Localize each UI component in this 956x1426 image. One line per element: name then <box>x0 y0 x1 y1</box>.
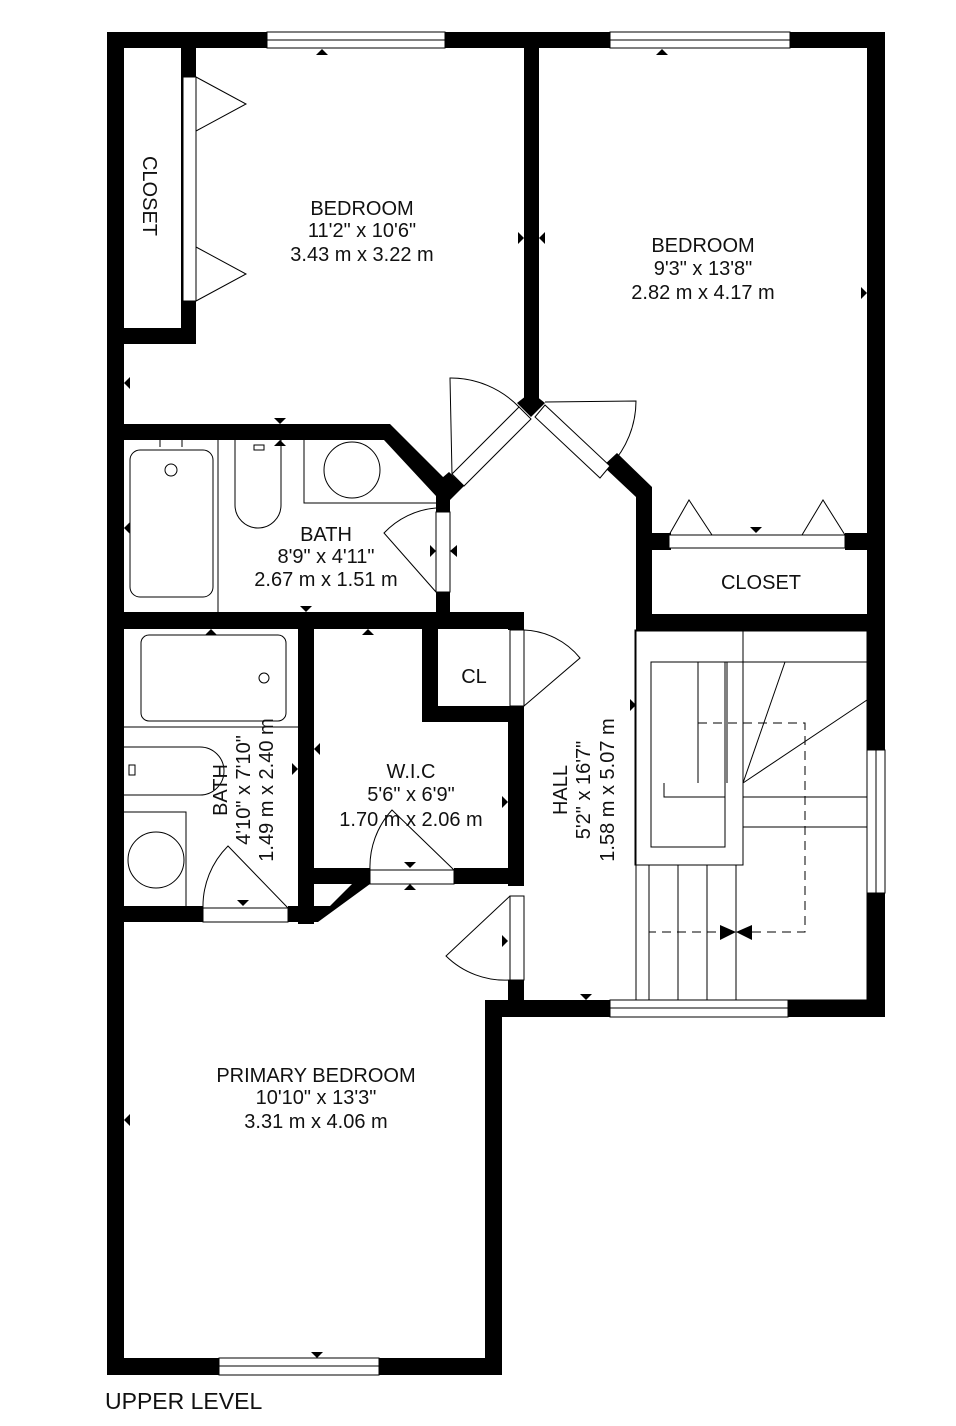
svg-text:9'3" x 13'8": 9'3" x 13'8" <box>654 258 753 280</box>
svg-text:HALL: HALL <box>550 765 572 815</box>
room-label-bedroom-3: BEDROOM 9'3" x 13'8" 2.82 m x 4.17 m <box>631 235 774 304</box>
svg-text:3.31 m x 4.06 m: 3.31 m x 4.06 m <box>244 1111 387 1133</box>
fixtures <box>124 440 436 906</box>
level-label: UPPER LEVEL <box>105 1388 263 1414</box>
room-label-bath-1: BATH 8'9" x 4'11" 2.67 m x 1.51 m <box>254 524 397 591</box>
svg-text:PRIMARY BEDROOM: PRIMARY BEDROOM <box>216 1065 415 1087</box>
svg-text:11'2" x 10'6": 11'2" x 10'6" <box>308 220 416 242</box>
room-label-bedroom-2: BEDROOM 11'2" x 10'6" 3.43 m x 3.22 m <box>290 198 433 266</box>
svg-text:BEDROOM: BEDROOM <box>651 235 754 257</box>
room-label-bath-2: BATH 4'10" x 7'10" 1.49 m x 2.40 m <box>210 718 278 861</box>
staircase <box>634 629 868 1001</box>
svg-text:2.82 m x 4.17 m: 2.82 m x 4.17 m <box>631 282 774 304</box>
svg-text:8'9" x 4'11": 8'9" x 4'11" <box>277 546 374 568</box>
windows <box>218 31 886 1376</box>
closet-label-cl: CL <box>461 666 487 688</box>
svg-text:3.43 m x 3.22 m: 3.43 m x 3.22 m <box>290 244 433 266</box>
svg-text:BEDROOM: BEDROOM <box>310 198 413 220</box>
svg-text:1.49 m x 2.40 m: 1.49 m x 2.40 m <box>256 718 278 861</box>
closet-label-left: CLOSET <box>138 156 160 236</box>
svg-text:1.58 m x 5.07 m: 1.58 m x 5.07 m <box>597 718 619 861</box>
doors <box>182 76 846 981</box>
svg-text:W.I.C: W.I.C <box>387 761 436 783</box>
room-label-hall: HALL 5'2" x 16'7" 1.58 m x 5.07 m <box>550 718 619 861</box>
svg-text:5'6" x 6'9": 5'6" x 6'9" <box>367 784 454 806</box>
svg-text:BATH: BATH <box>210 764 232 816</box>
room-label-primary-bedroom: PRIMARY BEDROOM 10'10" x 13'3" 3.31 m x … <box>216 1065 415 1133</box>
closet-label-right: CLOSET <box>721 572 801 594</box>
markers <box>124 49 867 1358</box>
room-label-wic: W.I.C 5'6" x 6'9" 1.70 m x 2.06 m <box>339 761 482 831</box>
svg-text:1.70 m x 2.06 m: 1.70 m x 2.06 m <box>339 809 482 831</box>
svg-text:5'2" x 16'7": 5'2" x 16'7" <box>573 741 595 840</box>
svg-text:BATH: BATH <box>300 524 352 546</box>
walls <box>107 32 885 1375</box>
svg-text:2.67 m x 1.51 m: 2.67 m x 1.51 m <box>254 569 397 591</box>
svg-text:4'10" x 7'10": 4'10" x 7'10" <box>233 735 255 845</box>
svg-text:10'10" x 13'3": 10'10" x 13'3" <box>256 1087 377 1109</box>
